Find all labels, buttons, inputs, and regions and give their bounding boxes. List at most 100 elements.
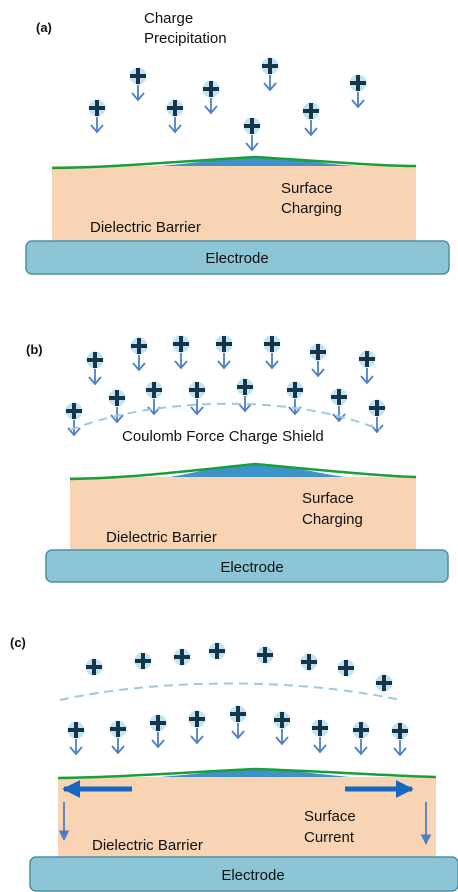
dielectric-barrier-label: Dielectric Barrier	[106, 529, 217, 546]
positive-charge-icon	[391, 722, 409, 740]
positive-charge-icon	[130, 337, 148, 355]
down-arrow-icon	[313, 737, 327, 754]
down-arrow-icon	[263, 75, 277, 92]
electrode	[45, 549, 449, 583]
panel-c-lower-charges	[67, 705, 409, 757]
positive-charge-icon	[368, 399, 386, 417]
positive-charge-icon	[286, 381, 304, 399]
down-arrow-icon	[190, 728, 204, 745]
dielectric-barrier	[70, 477, 416, 550]
down-arrow-icon	[132, 355, 146, 372]
surface-line	[57, 767, 437, 780]
positive-charge-icon	[145, 381, 163, 399]
positive-charge-icon	[229, 705, 247, 723]
positive-charge-icon	[243, 117, 261, 135]
positive-charge-icon	[67, 721, 85, 739]
positive-charge-icon	[86, 351, 104, 369]
down-arrow-icon	[288, 399, 302, 416]
down-arrow-icon	[304, 120, 318, 137]
panel-b-label: (b)	[26, 342, 43, 357]
dielectric-barrier-label: Dielectric Barrier	[90, 219, 201, 236]
panel-b-charges	[65, 335, 386, 437]
surface-charge-layer	[160, 769, 350, 777]
down-arrow-icon	[147, 399, 161, 416]
positive-charge-icon	[302, 102, 320, 120]
surface-charging-label-line-1: Surface	[302, 490, 354, 507]
positive-charge-icon	[236, 378, 254, 396]
charge-shield-label: Coulomb Force Charge Shield	[122, 428, 324, 445]
panel-a-title-line-1: Charge	[144, 10, 193, 27]
surface-charging-label-line-2: Charging	[302, 511, 363, 528]
positive-charge-icon	[173, 648, 191, 666]
positive-charge-icon	[337, 659, 355, 677]
down-arrow-icon	[111, 738, 125, 755]
positive-charge-icon	[188, 381, 206, 399]
positive-charge-icon	[375, 674, 393, 692]
panel-c: (c) Surface Current Dielectric Barrier E…	[10, 635, 458, 892]
down-arrow-icon	[88, 369, 102, 386]
surface-charging-label-line-2: Charging	[281, 200, 342, 217]
positive-charge-icon	[85, 658, 103, 676]
surface-current-label-line-2: Current	[304, 829, 355, 846]
down-arrow-icon	[332, 406, 346, 423]
down-arrow-icon	[174, 353, 188, 370]
panel-a-charges	[88, 57, 367, 152]
positive-charge-icon	[172, 335, 190, 353]
panel-c-label: (c)	[10, 635, 26, 650]
positive-charge-icon	[300, 653, 318, 671]
positive-charge-icon	[88, 99, 106, 117]
panel-a-label: (a)	[36, 20, 52, 35]
panel-a: (a) Charge Precipitation Surface Chargin…	[25, 10, 450, 275]
positive-charge-icon	[208, 642, 226, 660]
positive-charge-icon	[349, 74, 367, 92]
panel-a-title-line-2: Precipitation	[144, 30, 227, 47]
positive-charge-icon	[330, 388, 348, 406]
panel-c-upper-charges	[85, 642, 393, 692]
positive-charge-icon	[166, 99, 184, 117]
down-arrow-icon	[245, 135, 259, 152]
positive-charge-icon	[129, 67, 147, 85]
down-arrow-icon	[90, 117, 104, 134]
charge-shield-line	[59, 682, 401, 701]
positive-charge-icon	[256, 646, 274, 664]
down-arrow-icon	[231, 723, 245, 740]
dielectric-barrier	[52, 166, 416, 242]
down-arrow-icon	[168, 117, 182, 134]
down-arrow-icon	[351, 92, 365, 109]
down-arrow-icon	[131, 85, 145, 102]
positive-charge-icon	[202, 80, 220, 98]
positive-charge-icon	[134, 652, 152, 670]
electrode	[29, 856, 458, 892]
dielectric-barrier-label: Dielectric Barrier	[92, 837, 203, 854]
down-arrow-icon	[311, 361, 325, 378]
down-arrow-icon	[393, 740, 407, 757]
down-arrow-icon	[110, 407, 124, 424]
surface-charging-label-line-1: Surface	[281, 180, 333, 197]
down-arrow-icon	[275, 729, 289, 746]
positive-charge-icon	[149, 714, 167, 732]
electrode-label: Electrode	[220, 559, 283, 576]
down-arrow-icon	[204, 98, 218, 115]
down-arrow-icon	[217, 353, 231, 370]
positive-charge-icon	[311, 719, 329, 737]
electrode	[25, 240, 450, 275]
surface-charge-layer	[170, 464, 345, 477]
down-arrow-icon	[69, 739, 83, 756]
positive-charge-icon	[215, 335, 233, 353]
positive-charge-icon	[263, 335, 281, 353]
down-arrow-icon	[151, 732, 165, 749]
surface-line	[51, 155, 417, 170]
down-arrow-icon	[190, 399, 204, 416]
surface-charge-layer	[160, 157, 355, 166]
surface-current-label-line-1: Surface	[304, 808, 356, 825]
positive-charge-icon	[109, 720, 127, 738]
positive-charge-icon	[309, 343, 327, 361]
down-arrow-icon	[265, 353, 279, 370]
down-arrow-icon	[370, 417, 384, 434]
surface-line	[69, 462, 417, 481]
panel-b: (b) Coulomb Force Charge Shield Surface …	[26, 335, 449, 583]
electrode-label: Electrode	[205, 250, 268, 267]
positive-charge-icon	[358, 350, 376, 368]
positive-charge-icon	[261, 57, 279, 75]
